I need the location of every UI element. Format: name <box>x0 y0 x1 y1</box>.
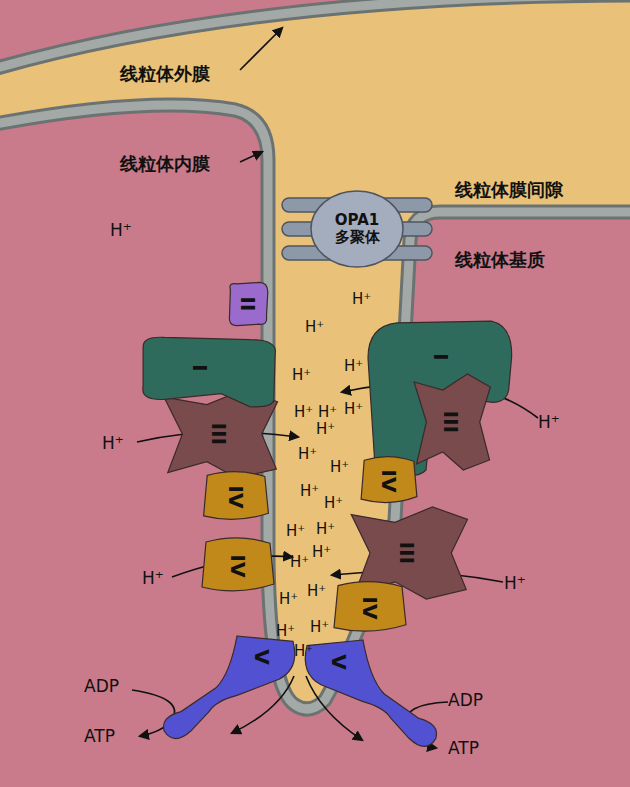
proton-label: H⁺ <box>305 318 324 336</box>
complex-body <box>414 374 490 470</box>
complex-numeral: IV <box>226 555 250 578</box>
complex-shape: IV <box>358 455 420 507</box>
node-text-box: V <box>237 638 286 676</box>
proton-label: H⁺ <box>298 445 317 463</box>
opa1-core <box>311 191 403 267</box>
complex-shape: IV <box>198 536 278 596</box>
node-text-box: IV <box>200 470 272 524</box>
complex-shape: I <box>136 336 278 408</box>
proton-label: H⁺ <box>352 290 371 308</box>
region-label: 线粒体内膜 <box>120 152 210 176</box>
region-label: 线粒体基质 <box>455 248 545 272</box>
proton-label: H⁺ <box>310 618 329 636</box>
molecule-label: ATP <box>84 726 115 746</box>
region-label: 线粒体膜间隙 <box>455 178 563 202</box>
proton-label: H⁺ <box>312 543 331 561</box>
node-text-box: IV <box>358 455 420 507</box>
complex-shape: V <box>300 640 440 752</box>
complex-body <box>143 337 276 407</box>
node-outline <box>160 636 300 744</box>
proton-label: H⁺ <box>316 420 335 438</box>
intermembrane-space <box>0 0 630 709</box>
complex-numeral: I <box>188 365 212 372</box>
proton-label: H⁺ <box>294 642 313 660</box>
proton-label: H⁺ <box>294 403 313 421</box>
node-text-box: I <box>164 343 235 393</box>
complex-body <box>361 457 417 503</box>
proton-label: H⁺ <box>330 458 349 476</box>
complex-shape: III <box>410 372 492 472</box>
node-text-box: IV <box>330 580 410 636</box>
proton-label: H⁺ <box>142 568 164 588</box>
proton-label: H⁺ <box>110 220 132 240</box>
complex-body <box>368 321 512 476</box>
proton-label: H⁺ <box>276 622 295 640</box>
complex-numeral: IV <box>377 470 401 493</box>
proton-label: H⁺ <box>316 520 335 538</box>
outer-membrane <box>0 0 630 70</box>
region-label: 线粒体外膜 <box>120 62 210 86</box>
complex-numeral: I <box>428 353 452 360</box>
node-outline <box>136 336 278 408</box>
multimer-label: OPA1 多聚体 <box>327 212 387 247</box>
node-text-box: V <box>314 642 363 681</box>
node-text-box: OPA1 多聚体 <box>282 188 432 270</box>
inner-membrane <box>0 105 630 709</box>
complex-body <box>164 636 295 739</box>
proton-label: H⁺ <box>344 357 363 375</box>
proton-label: H⁺ <box>318 403 337 421</box>
complex-shape: IV <box>200 470 272 524</box>
proton-label: H⁺ <box>102 433 124 453</box>
proton-label: H⁺ <box>279 590 298 608</box>
molecule-label: ADP <box>448 690 483 710</box>
complex-shape: II <box>226 280 270 328</box>
complex-body <box>305 640 436 746</box>
complex-shape: V <box>160 636 300 744</box>
complex-numeral: IV <box>358 597 382 620</box>
proton-label: H⁺ <box>290 553 309 571</box>
node-text-box: III <box>410 372 492 472</box>
node-text-box: II <box>226 280 270 328</box>
proton-label: H⁺ <box>504 573 526 593</box>
node-text-box: IV <box>198 536 278 596</box>
proton-label: H⁺ <box>538 412 560 432</box>
proton-label: H⁺ <box>292 366 311 384</box>
opa1-multimer: OPA1 多聚体 <box>282 188 432 270</box>
complex-numeral: II <box>236 297 260 312</box>
proton-label: H⁺ <box>344 400 363 418</box>
complex-numeral: III <box>439 411 463 433</box>
complex-numeral: V <box>249 649 273 664</box>
complex-shape: IV <box>330 580 410 636</box>
complex-body <box>229 282 267 325</box>
complex-numeral: III <box>207 423 231 445</box>
complex-numeral: IV <box>224 486 248 509</box>
molecule-label: ATP <box>448 738 479 758</box>
complex-body <box>204 472 269 520</box>
leader-arrows <box>240 28 282 162</box>
proton-label: H⁺ <box>307 582 326 600</box>
complex-numeral: III <box>395 542 419 564</box>
node-outline <box>300 640 440 752</box>
proton-label: H⁺ <box>324 494 343 512</box>
complex-body <box>164 390 277 478</box>
proton-label: H⁺ <box>286 522 305 540</box>
complex-body <box>202 538 274 591</box>
proton-label: H⁺ <box>300 482 319 500</box>
molecule-label: ADP <box>84 676 119 696</box>
complex-body <box>334 582 406 632</box>
complex-numeral: V <box>326 654 350 669</box>
